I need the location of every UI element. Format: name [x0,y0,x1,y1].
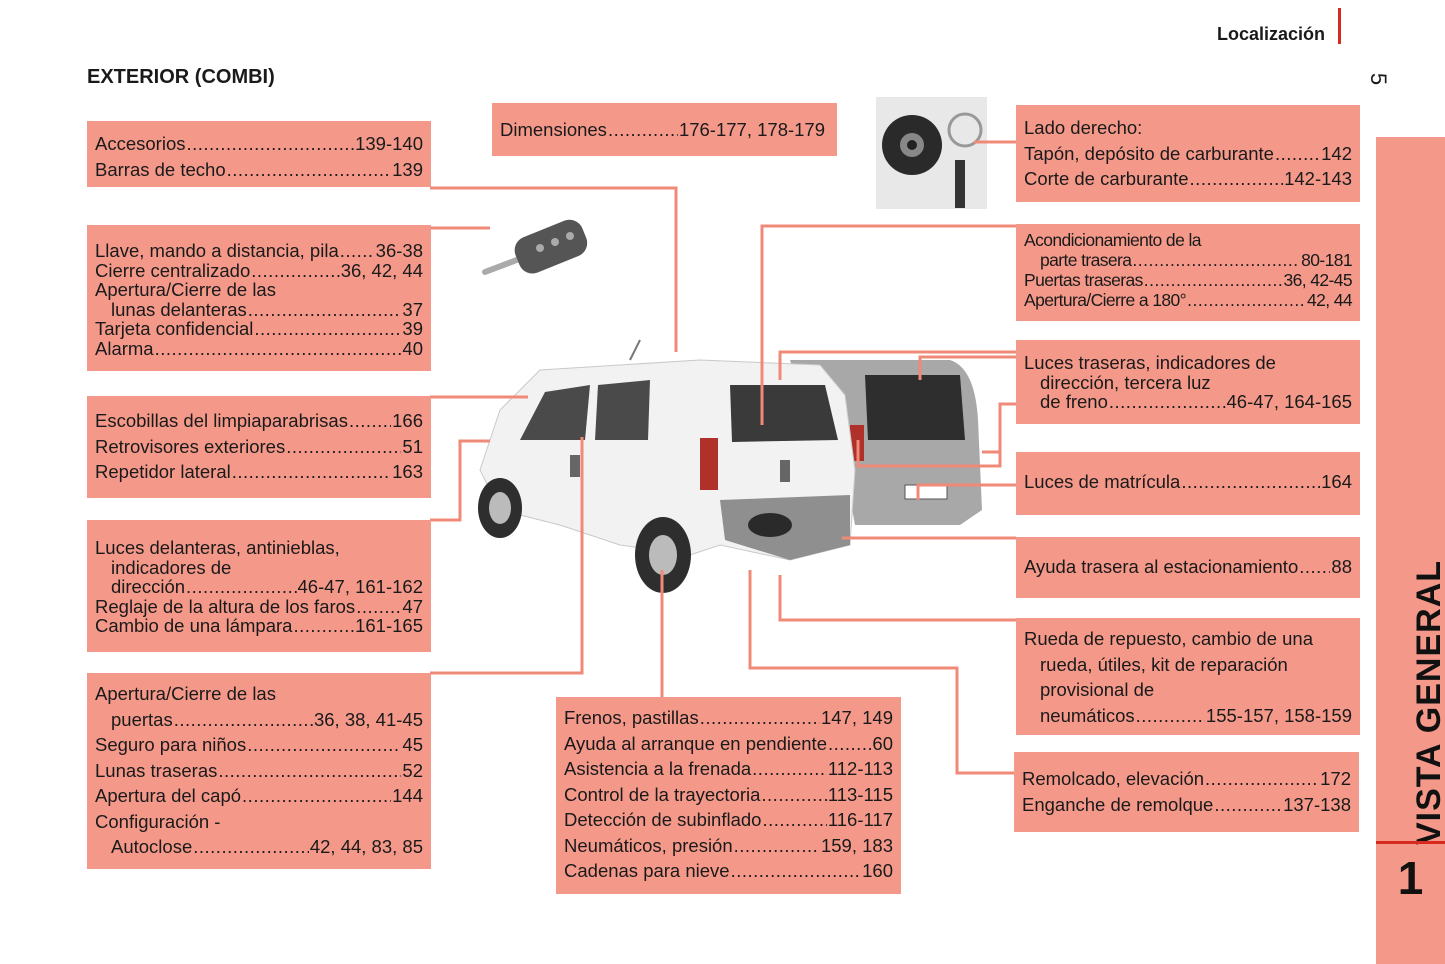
box-row: Ayuda trasera al estacionamiento88 [1024,554,1352,580]
box-row: Frenos, pastillas147, 149 [564,705,893,731]
box-row: Detección de subinflado116-117 [564,807,893,833]
rueda-box: Rueda de repuesto, cambio de una rueda, … [1016,618,1360,735]
box-row: Asistencia a la frenada112-113 [564,756,893,782]
box-row: dirección46-47, 161-162 [95,577,423,597]
box-row: neumáticos155-157, 158-159 [1024,703,1352,729]
chapter-rule [1376,841,1445,844]
box-row: Ayuda al arranque en pendiente60 [564,731,893,757]
box-row: Dimensiones176-177, 178-179 [500,117,829,143]
accesorios-box: Accesorios139-140 Barras de techo139 [87,121,431,187]
box-row: lunas delanteras37 [95,300,423,320]
box-row: Repetidor lateral163 [95,459,423,485]
luces-delanteras-box: Luces delanteras, antinieblas, indicador… [87,520,431,652]
ayuda-trasera-box: Ayuda trasera al estacionamiento88 [1016,537,1360,598]
box-row: Barras de techo139 [95,157,423,183]
box-row: Neumáticos, presión159, 183 [564,833,893,859]
box-row: Acondicionamiento de la [1024,230,1201,250]
box-row: Apertura/Cierre de las [95,683,276,704]
box-row: Enganche de remolque137-138 [1022,792,1351,818]
box-row: Lunas traseras52 [95,758,423,784]
box-row: Corte de carburante142-143 [1024,166,1352,192]
puertas-box: Apertura/Cierre de las puertas36, 38, 41… [87,673,431,869]
box-row: dirección, tercera luz [1040,371,1211,393]
box-row: Llave, mando a distancia, pila36-38 [95,241,423,261]
dimensiones-box: Dimensiones176-177, 178-179 [492,103,837,156]
box-row: Apertura/Cierre de las [95,279,276,301]
box-row: Escobillas del limpiaparabrisas166 [95,408,423,434]
box-row: Cadenas para nieve160 [564,858,893,884]
header-rule [1338,8,1341,44]
box-row: Tarjeta confidencial39 [95,319,423,339]
box-row: Luces traseras, indicadores de [1024,352,1276,373]
frenos-box: Frenos, pastillas147, 149 Ayuda al arran… [556,697,901,894]
box-row: Apertura del capó144 [95,783,423,809]
escobillas-box: Escobillas del limpiaparabrisas166 Retro… [87,396,431,498]
box-row: Cambio de una lámpara161-165 [95,616,423,636]
box-row: Tapón, depósito de carburante142 [1024,141,1352,167]
leader-lines [430,140,1016,775]
remolcado-box: Remolcado, elevación172 Enganche de remo… [1014,752,1359,832]
box-row: Retrovisores exteriores51 [95,434,423,460]
llave-box: Llave, mando a distancia, pila36-38 Cier… [87,225,431,371]
box-row: Control de la trayectoria113-115 [564,782,893,808]
lado-derecho-box: Lado derecho: Tapón, depósito de carbura… [1016,105,1360,202]
matricula-box: Luces de matrícula164 [1016,452,1360,515]
luces-traseras-box: Luces traseras, indicadores de dirección… [1016,340,1360,424]
box-row: Luces de matrícula164 [1024,469,1352,495]
box-row: Cierre centralizado36, 42, 44 [95,260,423,281]
chapter-number: 1 [1397,852,1424,904]
page-title: EXTERIOR (COMBI) [87,66,275,88]
box-row: Puertas traseras36, 42-45 [1024,270,1353,290]
box-row: Lado derecho: [1024,117,1143,138]
acondicionamiento-box: Acondicionamiento de la parte trasera80-… [1016,224,1360,321]
fuel-cap-icon [876,97,987,209]
box-row: Accesorios139-140 [95,131,423,157]
box-row: puertas36, 38, 41-45 [95,707,423,733]
box-row: rueda, útiles, kit de reparación [1040,653,1288,675]
chapter-sidebar: VISTA GENERAL 1 [1376,137,1445,964]
box-row: Seguro para niños45 [95,732,423,758]
box-row: Apertura/Cierre a 180°42, 44 [1024,290,1353,310]
box-row: Rueda de repuesto, cambio de una [1024,628,1314,649]
box-row: Luces delanteras, antinieblas, [95,537,340,558]
box-row: indicadores de [111,556,232,578]
section-header: Localización [1216,24,1325,44]
chapter-title: VISTA GENERAL [1410,559,1445,845]
box-row: Alarma40 [95,339,423,359]
box-row: provisional de [1040,679,1155,700]
car-key-icon [482,219,588,275]
box-row: Configuración - [95,810,221,832]
box-row: Autoclose42, 44, 83, 85 [95,834,423,860]
box-row: de freno46-47, 164-165 [1024,392,1352,412]
box-row: Reglaje de la altura de los faros47 [95,597,423,617]
box-row: Remolcado, elevación172 [1022,766,1351,792]
box-row: parte trasera80-181 [1024,250,1353,270]
